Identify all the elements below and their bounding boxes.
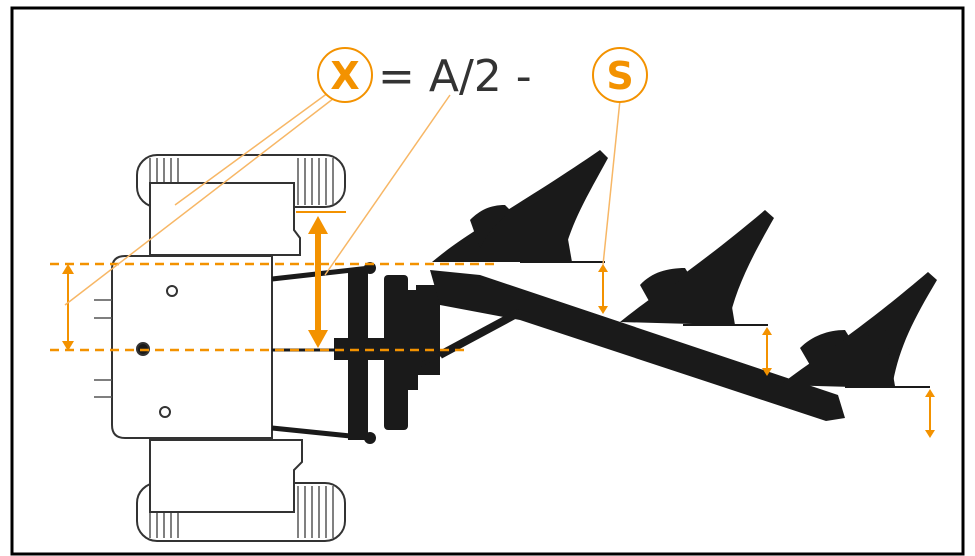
body-ticks	[94, 299, 112, 398]
leader-lines	[64, 89, 621, 306]
x-badge	[317, 47, 373, 103]
fender-top	[149, 182, 301, 256]
formula-text: = A/2 -	[378, 51, 532, 102]
main-beam	[430, 270, 845, 421]
s-symbol: S	[606, 54, 633, 98]
plough-body-1	[432, 150, 608, 262]
plough-body-2	[620, 210, 774, 325]
furrow-lines	[520, 261, 930, 388]
bolt-top	[166, 285, 178, 297]
s-badge	[592, 47, 648, 103]
dimension-lines	[50, 211, 931, 432]
plough-icon	[334, 150, 937, 440]
x-symbol: X	[330, 54, 359, 98]
formula: X = A/2 - S	[317, 47, 648, 103]
turnover-cylinder	[419, 308, 522, 367]
turnover-axle	[402, 290, 418, 390]
plough-body-3	[780, 272, 937, 388]
fender-bottom	[149, 439, 303, 513]
tractor-body	[111, 255, 273, 439]
dimension-arrowheads	[62, 216, 935, 438]
bolt-bottom	[159, 406, 171, 418]
